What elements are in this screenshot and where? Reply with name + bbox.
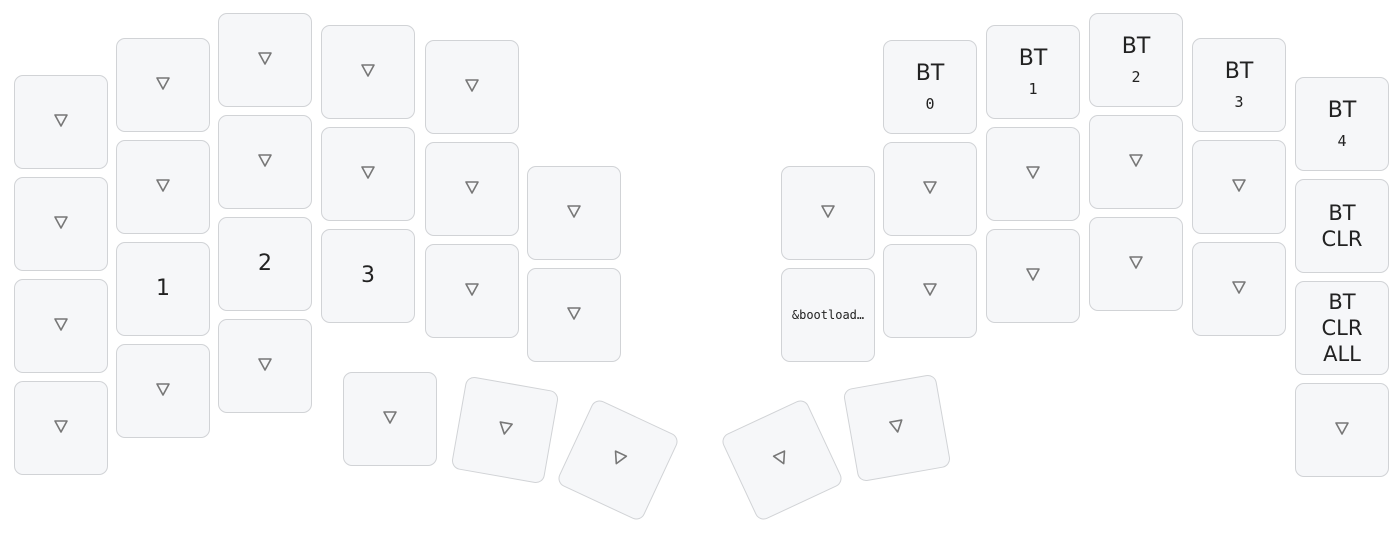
- key-label: BT: [1121, 34, 1151, 59]
- right-col1-key-1[interactable]: [883, 142, 977, 236]
- left-col4-key-0[interactable]: [425, 40, 519, 134]
- transparent-triangle-icon: [1025, 266, 1041, 286]
- left-col1-key-2[interactable]: 1: [116, 242, 210, 336]
- right-col5-key-0[interactable]: BT 4: [1295, 77, 1389, 171]
- transparent-triangle-icon: [922, 179, 938, 199]
- right-col4-key-1[interactable]: [1192, 140, 1286, 234]
- right-col3-key-1[interactable]: [1089, 115, 1183, 209]
- left-col3-key-2[interactable]: 3: [321, 229, 415, 323]
- transparent-triangle-icon: [820, 203, 836, 223]
- left-col2-key-3[interactable]: [218, 319, 312, 413]
- right-col5-key-3[interactable]: [1295, 383, 1389, 477]
- left-col2-key-2[interactable]: 2: [218, 217, 312, 311]
- transparent-triangle-icon: [1231, 177, 1247, 197]
- key-label-line: BT: [1328, 290, 1356, 314]
- key-label: &bootload…: [791, 308, 865, 322]
- right-col3-key-0[interactable]: BT 2: [1089, 13, 1183, 107]
- key-label: 1: [156, 276, 170, 301]
- transparent-triangle-icon: [1231, 279, 1247, 299]
- transparent-triangle-icon: [566, 305, 582, 325]
- transparent-triangle-icon: [1334, 420, 1350, 440]
- left-col4-key-1[interactable]: [425, 142, 519, 236]
- key-label-line: CLR: [1321, 316, 1363, 340]
- transparent-triangle-icon: [360, 62, 376, 82]
- right-col1-key-2[interactable]: [883, 244, 977, 338]
- transparent-triangle-icon: [495, 419, 514, 441]
- right-col1-key-0[interactable]: BT 0: [883, 40, 977, 134]
- left-col0-key-2[interactable]: [14, 279, 108, 373]
- transparent-triangle-icon: [53, 316, 69, 336]
- key-sublabel: 0: [925, 95, 935, 113]
- transparent-triangle-icon: [464, 281, 480, 301]
- transparent-triangle-icon: [464, 77, 480, 97]
- left-col1-key-1[interactable]: [116, 140, 210, 234]
- transparent-triangle-icon: [53, 112, 69, 132]
- key-sublabel: 1: [1028, 80, 1038, 98]
- left-col0-key-3[interactable]: [14, 381, 108, 475]
- key-label-line: ALL: [1323, 342, 1361, 366]
- key-label: BT: [915, 61, 945, 86]
- left-col5-key-1[interactable]: [527, 268, 621, 362]
- transparent-triangle-icon: [566, 203, 582, 223]
- key-label: BT: [1224, 59, 1254, 84]
- key-label: BT: [1018, 46, 1048, 71]
- transparent-triangle-icon: [155, 381, 171, 401]
- left-col1-key-3[interactable]: [116, 344, 210, 438]
- transparent-triangle-icon: [360, 164, 376, 184]
- right-thumb-key-0[interactable]: [719, 397, 845, 523]
- transparent-triangle-icon: [1025, 164, 1041, 184]
- transparent-triangle-icon: [1128, 152, 1144, 172]
- left-col5-key-0[interactable]: [527, 166, 621, 260]
- transparent-triangle-icon: [155, 177, 171, 197]
- left-col3-key-0[interactable]: [321, 25, 415, 119]
- left-col0-key-0[interactable]: [14, 75, 108, 169]
- right-thumb-key-1[interactable]: [842, 373, 952, 483]
- key-label-line: BT: [1328, 201, 1356, 225]
- left-thumb-key-2[interactable]: [555, 397, 681, 523]
- left-col2-key-1[interactable]: [218, 115, 312, 209]
- key-label: BT: [1327, 98, 1357, 123]
- transparent-triangle-icon: [887, 417, 906, 439]
- key-sublabel: 2: [1131, 68, 1141, 86]
- transparent-triangle-icon: [1128, 254, 1144, 274]
- left-col4-key-2[interactable]: [425, 244, 519, 338]
- right-col3-key-2[interactable]: [1089, 217, 1183, 311]
- transparent-triangle-icon: [382, 409, 398, 429]
- right-col2-key-0[interactable]: BT 1: [986, 25, 1080, 119]
- right-col0-key-0[interactable]: [781, 166, 875, 260]
- transparent-triangle-icon: [257, 356, 273, 376]
- key-label: 3: [361, 263, 375, 288]
- right-col2-key-2[interactable]: [986, 229, 1080, 323]
- key-label: 2: [258, 251, 272, 276]
- transparent-triangle-icon: [257, 152, 273, 172]
- transparent-triangle-icon: [771, 448, 794, 473]
- left-col3-key-1[interactable]: [321, 127, 415, 221]
- left-col2-key-0[interactable]: [218, 13, 312, 107]
- key-sublabel: 3: [1234, 93, 1244, 111]
- left-thumb-key-1[interactable]: [450, 375, 560, 485]
- right-col4-key-0[interactable]: BT 3: [1192, 38, 1286, 132]
- key-label-line: CLR: [1321, 227, 1363, 251]
- right-col0-key-1[interactable]: &bootload…: [781, 268, 875, 362]
- transparent-triangle-icon: [155, 75, 171, 95]
- left-thumb-key-0[interactable]: [343, 372, 437, 466]
- transparent-triangle-icon: [607, 448, 630, 473]
- right-col4-key-2[interactable]: [1192, 242, 1286, 336]
- right-col2-key-1[interactable]: [986, 127, 1080, 221]
- left-col1-key-0[interactable]: [116, 38, 210, 132]
- transparent-triangle-icon: [257, 50, 273, 70]
- transparent-triangle-icon: [464, 179, 480, 199]
- left-col0-key-1[interactable]: [14, 177, 108, 271]
- key-sublabel: 4: [1337, 132, 1347, 150]
- transparent-triangle-icon: [53, 418, 69, 438]
- transparent-triangle-icon: [922, 281, 938, 301]
- transparent-triangle-icon: [53, 214, 69, 234]
